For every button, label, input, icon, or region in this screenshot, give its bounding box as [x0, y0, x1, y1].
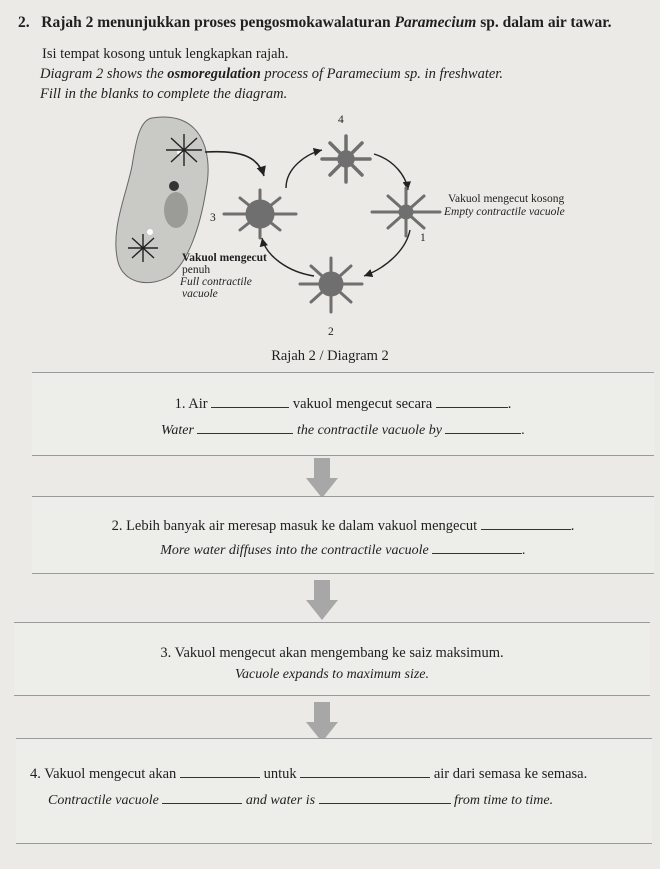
step-2-ms: 2. Lebih banyak air meresap masuk ke dal…: [111, 517, 575, 534]
step-1-blank-d[interactable]: [445, 421, 522, 434]
paramecium-cell: [115, 116, 209, 284]
cycle-arrow-2-to-3: [259, 237, 315, 277]
label-full-vacuole-en-2: vacuole: [182, 288, 218, 300]
step-box-3: 3. Vakuol mengecut akan mengembang ke sa…: [14, 622, 650, 696]
step-3-ms: 3. Vakuol mengecut akan mengembang ke sa…: [160, 645, 504, 661]
diagram-caption: Rajah 2 / Diagram 2: [271, 348, 389, 364]
step-4-blank-a[interactable]: [179, 765, 260, 778]
step-1-blank-a[interactable]: [211, 395, 290, 408]
label-empty-vacuole-en: Empty contractile vacuole: [444, 206, 565, 218]
cell-organelle: [147, 229, 153, 235]
pointer-arrow: [204, 150, 266, 177]
step-1-blank-c[interactable]: [197, 421, 294, 434]
cycle-arrow-3-to-4: [285, 147, 323, 189]
step-1-en: Water the contractile vacuole by .: [161, 421, 525, 438]
step-1-blank-b[interactable]: [435, 395, 508, 408]
step-1-ms: 1. Air vakuol mengecut secara .: [174, 395, 512, 412]
step-2-blank-a[interactable]: [480, 517, 571, 530]
step-2-blank-b[interactable]: [432, 541, 523, 554]
vacuole-stage-1: [370, 186, 442, 238]
stage-number-2: 2: [328, 326, 334, 338]
label-full-vacuole-ms-1: Vakuol mengecut: [182, 252, 267, 264]
step-3-en: Vacuole expands to maximum size.: [234, 667, 430, 682]
down-arrow-3: [306, 702, 338, 742]
step-box-2: 2. Lebih banyak air meresap masuk ke dal…: [32, 496, 654, 574]
instruction-ms: Isi tempat kosong untuk lengkapkan rajah…: [42, 46, 289, 62]
stage-number-3: 3: [210, 212, 216, 224]
step-box-1: 1. Air vakuol mengecut secara . Water th…: [32, 372, 654, 456]
cell-vacuole-bottom: [128, 234, 158, 262]
instruction-en: Fill in the blanks to complete the diagr…: [40, 86, 288, 102]
label-full-vacuole-en-1: Full contractile: [180, 276, 252, 288]
down-arrow-2: [306, 580, 338, 620]
question-title-ms: 2. Rajah 2 menunjukkan proses pengosmoka…: [18, 14, 612, 31]
vacuole-stage-4: [320, 134, 372, 184]
step-4-ms: 4. Vakuol mengecut akan untuk air dari s…: [30, 765, 588, 782]
label-empty-vacuole-ms: Vakuol mengecut kosong: [448, 193, 565, 205]
question-title-en: Diagram 2 shows the osmoregulation proce…: [40, 66, 503, 82]
cell-nucleus: [164, 192, 188, 228]
down-arrow-1: [306, 458, 338, 498]
step-4-blank-b[interactable]: [300, 765, 431, 778]
step-4-blank-c[interactable]: [162, 791, 243, 804]
cell-organelle: [169, 181, 179, 191]
label-full-vacuole-ms-2: penuh: [182, 264, 211, 276]
step-box-4: 4. Vakuol mengecut akan untuk air dari s…: [16, 738, 652, 844]
cycle-arrow-4-to-1: [373, 153, 411, 191]
step-2-en: More water diffuses into the contractile…: [160, 541, 526, 558]
step-4-en: Contractile vacuole and water is from ti…: [48, 791, 554, 808]
osmoregulation-diagram: [115, 116, 442, 314]
vacuole-stage-3: [222, 188, 298, 240]
cycle-arrow-1-to-2: [363, 229, 411, 278]
stage-number-1: 1: [420, 232, 426, 244]
step-4-blank-d[interactable]: [318, 791, 451, 804]
stage-number-4: 4: [338, 114, 344, 126]
cell-vacuole-top: [166, 134, 202, 166]
vacuole-stage-2: [298, 256, 364, 314]
